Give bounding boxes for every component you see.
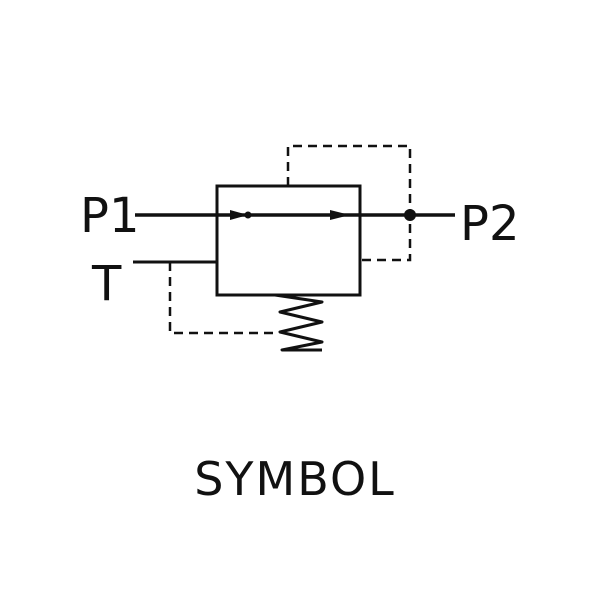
drain-line <box>168 262 278 335</box>
flow-arrow-right <box>330 210 350 220</box>
flow-arrow-left-dot <box>244 211 252 219</box>
port-label-p2: P2 <box>460 196 519 252</box>
diagram-caption: SYMBOL <box>194 452 396 506</box>
spring <box>274 293 324 352</box>
valve-body <box>215 184 362 297</box>
junction-dot <box>404 209 416 221</box>
flow-arrow-left <box>230 210 248 220</box>
port-label-t: T <box>91 256 122 312</box>
port-label-p1: P1 <box>80 188 139 244</box>
pilot-line-top <box>286 144 412 262</box>
